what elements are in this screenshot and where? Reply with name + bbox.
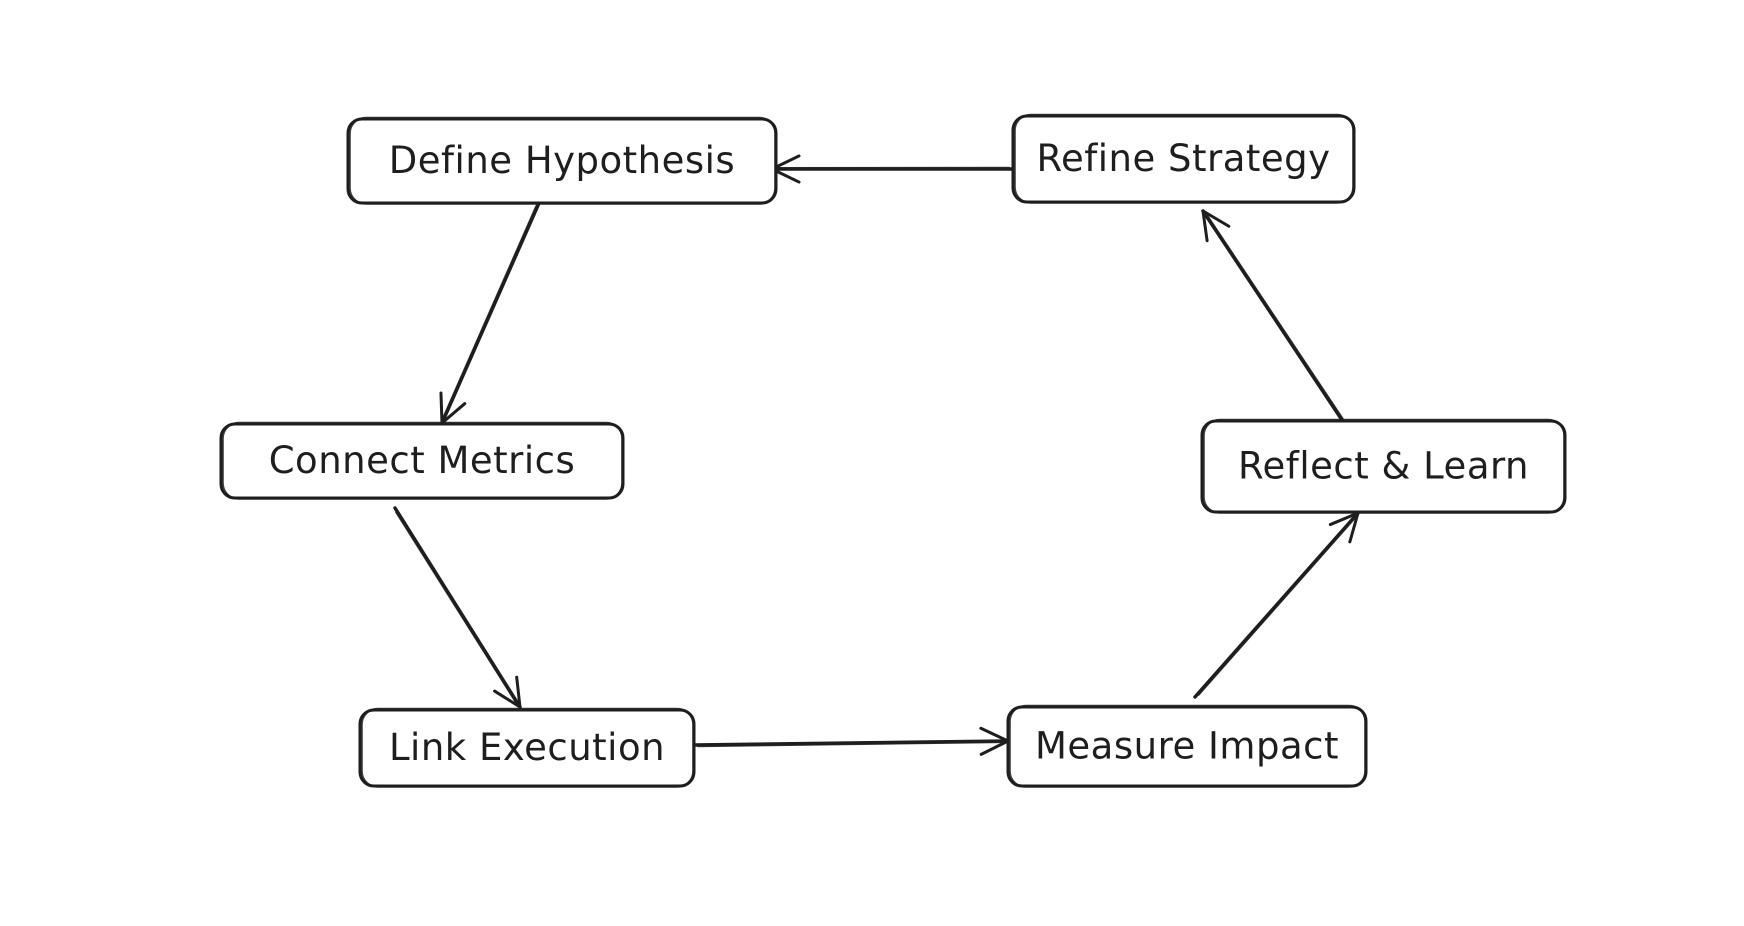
edge-line <box>440 201 541 425</box>
edge-reflect-learn-to-refine-strategy <box>1201 209 1346 425</box>
node-box-sketch <box>349 116 776 205</box>
node-box-sketch <box>222 421 623 500</box>
node-label: Refine Strategy <box>1036 137 1330 180</box>
node-label: Measure Impact <box>1035 725 1339 768</box>
node-box-sketch <box>1203 418 1565 514</box>
edge-line <box>692 739 1010 747</box>
node-box <box>219 422 625 500</box>
node-measure-impact: Measure Impact <box>1006 704 1368 788</box>
node-label: Link Execution <box>389 726 665 769</box>
node-box <box>1011 114 1356 204</box>
node-label: Define Hypothesis <box>389 139 735 182</box>
edges-layer <box>393 154 1360 756</box>
node-link-execution: Link Execution <box>358 707 696 788</box>
edge-line-sketch <box>697 741 1003 748</box>
node-box-sketch <box>1009 704 1366 788</box>
edge-line <box>1201 209 1346 425</box>
edge-line-sketch <box>395 511 517 704</box>
edge-connect-metrics-to-link-execution <box>393 506 522 709</box>
node-connect-metrics: Connect Metrics <box>219 421 625 500</box>
node-define-hypothesis: Define Hypothesis <box>346 116 778 205</box>
arrowhead-icon <box>1201 209 1231 243</box>
node-box <box>1200 419 1567 514</box>
node-box-sketch <box>361 707 694 788</box>
node-refine-strategy: Refine Strategy <box>1011 113 1356 204</box>
node-label: Reflect & Learn <box>1238 445 1529 488</box>
edge-line-sketch <box>1206 214 1344 420</box>
edge-line <box>1193 511 1360 699</box>
node-reflect-learn: Reflect & Learn <box>1200 418 1567 514</box>
edge-line-sketch <box>1197 517 1356 696</box>
node-box <box>1006 705 1368 788</box>
node-box-sketch <box>1014 113 1354 204</box>
edge-line-sketch <box>442 205 537 418</box>
node-box <box>358 708 696 788</box>
node-label: Connect Metrics <box>269 439 576 482</box>
node-box <box>346 117 778 205</box>
arrowhead-icon <box>493 675 522 709</box>
edge-line <box>393 506 522 709</box>
